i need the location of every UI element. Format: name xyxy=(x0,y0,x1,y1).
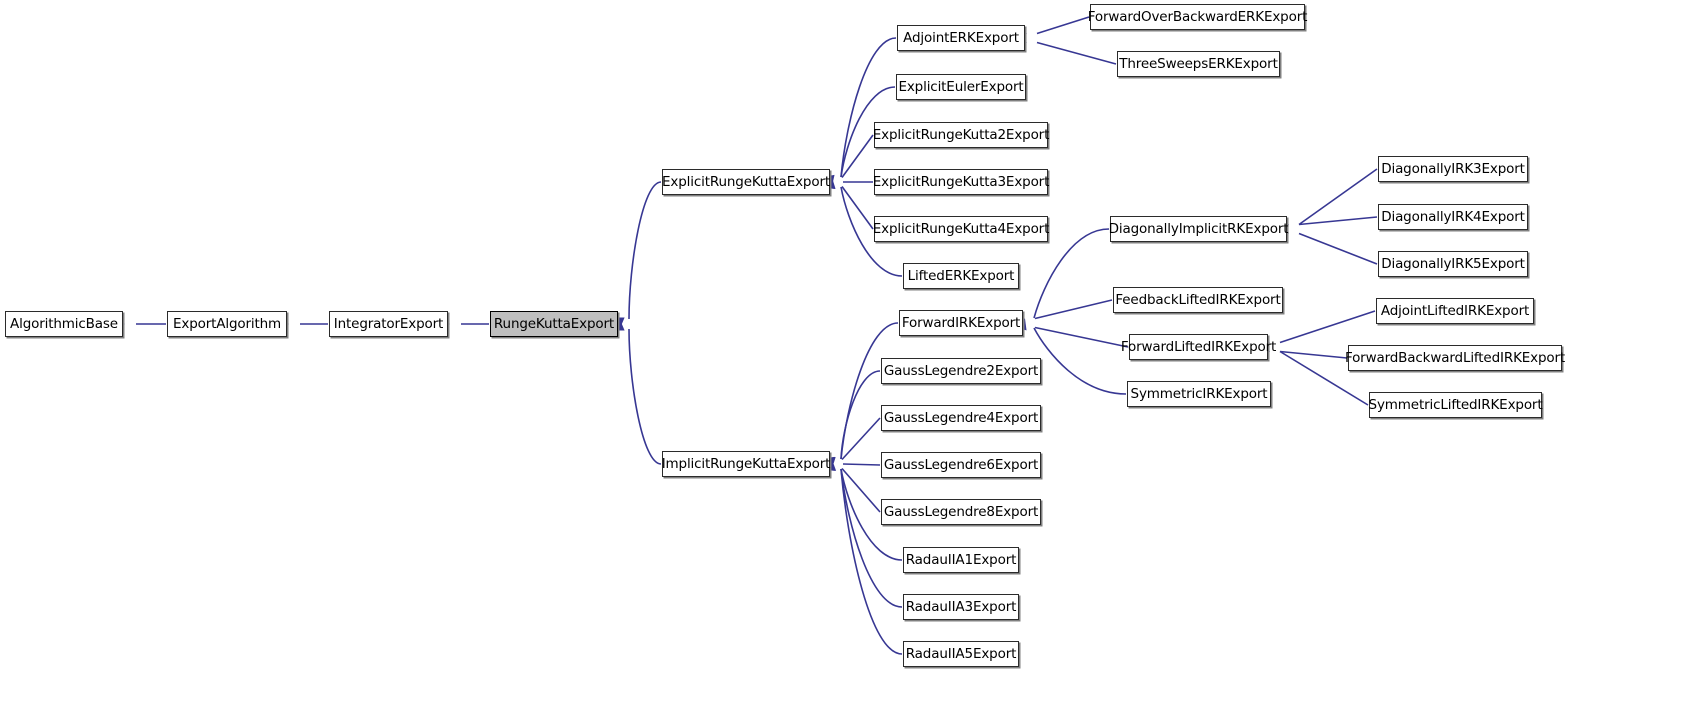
inheritance-edge xyxy=(840,468,903,608)
class-node-label: SymmetricIRKExport xyxy=(1130,386,1268,402)
class-node-gausslegendre8export[interactable]: GaussLegendre8Export xyxy=(881,499,1041,525)
inheritance-edge xyxy=(628,181,662,320)
inheritance-edge xyxy=(1036,41,1117,65)
class-node-label: ExplicitRungeKutta4Export xyxy=(872,221,1050,237)
class-node-label: DiagonallyIRK4Export xyxy=(1381,209,1525,225)
inheritance-edge xyxy=(842,463,881,466)
class-node-label: ForwardOverBackwardERKExport xyxy=(1087,9,1308,25)
class-node-threesweepserkexport[interactable]: ThreeSweepsERKExport xyxy=(1117,51,1280,77)
inheritance-edge xyxy=(1279,350,1348,359)
class-node-label: DiagonallyIRK3Export xyxy=(1381,161,1525,177)
class-node-explicitrungekuttaexport[interactable]: ExplicitRungeKuttaExport xyxy=(662,169,830,195)
inheritance-edge xyxy=(1033,228,1110,319)
class-node-label: GaussLegendre6Export xyxy=(883,457,1039,473)
inheritance-edge xyxy=(1036,16,1090,35)
class-node-label: ForwardLiftedIRKExport xyxy=(1120,339,1277,355)
inheritance-edge xyxy=(840,37,897,178)
class-node-label: ExportAlgorithm xyxy=(172,316,282,332)
class-node-adjointerkexport[interactable]: AdjointERKExport xyxy=(897,25,1025,51)
class-node-label: ExplicitEulerExport xyxy=(898,79,1024,95)
class-node-gausslegendre2export[interactable]: GaussLegendre2Export xyxy=(881,358,1041,384)
class-node-label: DiagonallyIRK5Export xyxy=(1381,256,1525,272)
inheritance-edge xyxy=(840,322,899,460)
class-node-label: RadauIIA1Export xyxy=(905,552,1017,568)
class-node-symmetricliftedirkexport[interactable]: SymmetricLiftedIRKExport xyxy=(1368,392,1543,418)
inheritance-edge xyxy=(1279,310,1376,344)
class-node-adjointliftedirkexport[interactable]: AdjointLiftedIRKExport xyxy=(1376,298,1534,324)
class-node-radauiia1export[interactable]: RadauIIA1Export xyxy=(903,547,1019,573)
class-node-label: RungeKuttaExport xyxy=(493,316,615,332)
class-node-label: AdjointERKExport xyxy=(903,30,1019,46)
inheritance-edge xyxy=(841,134,874,178)
class-node-label: ImplicitRungeKuttaExport xyxy=(661,456,831,472)
class-node-liftederkexport[interactable]: LiftedERKExport xyxy=(903,263,1019,289)
class-node-label: DiagonallyImplicitRKExport xyxy=(1108,221,1289,237)
inheritance-edge xyxy=(628,328,662,465)
class-node-expliciteulerexport[interactable]: ExplicitEulerExport xyxy=(896,74,1026,100)
class-node-forwardliftedirkexport[interactable]: ForwardLiftedIRKExport xyxy=(1121,334,1276,360)
inheritance-edge xyxy=(1034,326,1129,348)
inheritance-edge xyxy=(1298,168,1378,226)
class-node-gausslegendre4export[interactable]: GaussLegendre4Export xyxy=(881,405,1041,431)
class-node-rungekuttaexport[interactable]: RungeKuttaExport xyxy=(490,311,618,337)
class-node-explicitrungekutta3export[interactable]: ExplicitRungeKutta3Export xyxy=(872,169,1050,195)
class-node-label: AlgorithmicBase xyxy=(10,316,118,332)
class-node-radauiia3export[interactable]: RadauIIA3Export xyxy=(903,594,1019,620)
class-node-forwardoverbackwarderkexport[interactable]: ForwardOverBackwardERKExport xyxy=(1087,4,1308,30)
class-node-label: AdjointLiftedIRKExport xyxy=(1380,303,1530,319)
class-node-label: SymmetricLiftedIRKExport xyxy=(1368,397,1543,413)
class-node-explicitrungekutta2export[interactable]: ExplicitRungeKutta2Export xyxy=(872,122,1050,148)
class-node-label: GaussLegendre4Export xyxy=(883,410,1039,426)
inheritance-edge xyxy=(840,468,903,655)
inheritance-edge xyxy=(841,417,881,461)
class-node-exportalgorithm[interactable]: ExportAlgorithm xyxy=(167,311,287,337)
class-node-label: ExplicitRungeKutta2Export xyxy=(872,127,1050,143)
class-node-algorithmicbase[interactable]: AlgorithmicBase xyxy=(5,311,123,337)
inheritance-edge xyxy=(1298,232,1378,265)
class-node-label: LiftedERKExport xyxy=(907,268,1015,284)
class-node-diagonallyirk4export[interactable]: DiagonallyIRK4Export xyxy=(1378,204,1528,230)
class-node-diagonallyimplicitrkexport[interactable]: DiagonallyImplicitRKExport xyxy=(1108,216,1289,242)
inheritance-edge xyxy=(841,467,881,513)
class-node-label: ThreeSweepsERKExport xyxy=(1119,56,1278,72)
class-node-implicitrungekuttaexport[interactable]: ImplicitRungeKuttaExport xyxy=(662,451,830,477)
class-node-label: FeedbackLiftedIRKExport xyxy=(1115,292,1281,308)
class-node-label: GaussLegendre8Export xyxy=(883,504,1039,520)
inheritance-edge xyxy=(1033,327,1127,395)
class-node-radauiia5export[interactable]: RadauIIA5Export xyxy=(903,641,1019,667)
class-node-forwardbackwardliftedirkexport[interactable]: ForwardBackwardLiftedIRKExport xyxy=(1344,345,1566,371)
class-node-gausslegendre6export[interactable]: GaussLegendre6Export xyxy=(881,452,1041,478)
class-node-forwardirkexport[interactable]: ForwardIRKExport xyxy=(899,310,1023,336)
class-node-label: GaussLegendre2Export xyxy=(883,363,1039,379)
class-node-explicitrungekutta4export[interactable]: ExplicitRungeKutta4Export xyxy=(872,216,1050,242)
inheritance-edge xyxy=(840,370,881,460)
class-node-feedbackliftedirkexport[interactable]: FeedbackLiftedIRKExport xyxy=(1113,287,1283,313)
class-node-label: IntegratorExport xyxy=(333,316,444,332)
inheritance-edge xyxy=(841,186,874,230)
class-node-symmetricirkexport[interactable]: SymmetricIRKExport xyxy=(1127,381,1271,407)
class-node-label: RadauIIA3Export xyxy=(905,599,1017,615)
class-node-diagonallyirk3export[interactable]: DiagonallyIRK3Export xyxy=(1378,156,1528,182)
class-node-label: RadauIIA5Export xyxy=(905,646,1017,662)
inheritance-edge xyxy=(1298,216,1378,226)
class-node-label: ExplicitRungeKutta3Export xyxy=(872,174,1050,190)
class-node-label: ForwardBackwardLiftedIRKExport xyxy=(1344,350,1566,366)
class-node-label: ExplicitRungeKuttaExport xyxy=(662,174,831,190)
inheritance-edge xyxy=(1034,299,1113,320)
class-node-diagonallyirk5export[interactable]: DiagonallyIRK5Export xyxy=(1378,251,1528,277)
class-node-integratorexport[interactable]: IntegratorExport xyxy=(329,311,448,337)
class-node-label: ForwardIRKExport xyxy=(901,315,1021,331)
